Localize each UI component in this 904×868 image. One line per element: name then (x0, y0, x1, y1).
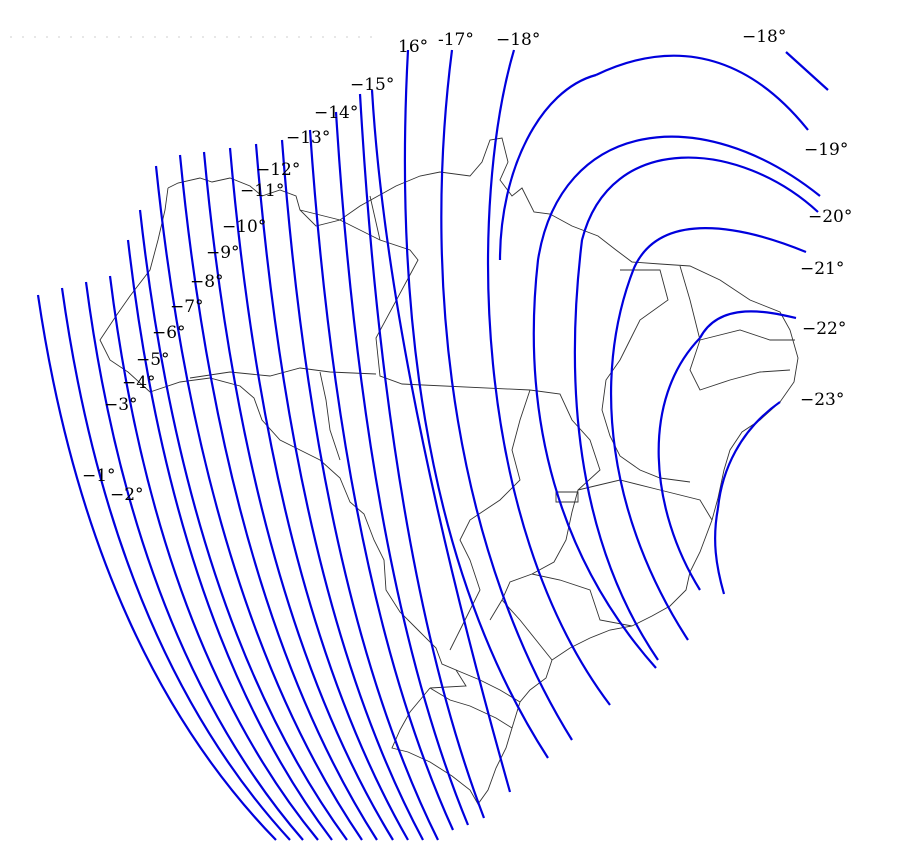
isoline-label: −2° (110, 485, 144, 505)
isoline-label: 16° (398, 37, 428, 57)
isoline-label: −6° (152, 323, 186, 343)
isoline-label: −12° (256, 160, 300, 180)
isoline-west-7 (154, 165, 363, 841)
isoline-label: −7° (170, 297, 204, 317)
state-border-3 (489, 389, 601, 621)
isoline-west-15 (358, 93, 486, 819)
isoline-west-9 (202, 151, 394, 841)
isoline-central-3 (440, 49, 573, 741)
isoline-northeast (785, 51, 829, 91)
state-border-12 (369, 195, 381, 241)
state-border-8 (531, 573, 633, 627)
isoline-central-1 (370, 89, 512, 793)
isoline-label: −15° (350, 75, 394, 95)
isoline-west-2 (60, 287, 291, 841)
country-borders (99, 137, 799, 805)
state-border-10 (455, 669, 521, 703)
isoline-label: −1° (82, 466, 116, 486)
isoline-label: −23° (800, 390, 844, 410)
isoline-west-5 (126, 239, 333, 841)
isoline-label: −5° (136, 350, 170, 370)
isoline-label: −11° (240, 181, 284, 201)
isoline-east-1 (498, 54, 809, 261)
isoline-label: −3° (104, 395, 138, 415)
isoline-west-14 (334, 111, 470, 826)
isoline-label: −22° (802, 319, 846, 339)
isoline-east-4 (610, 227, 807, 641)
isoline-central-4 (486, 49, 611, 706)
isoline-label: −19° (804, 140, 848, 160)
state-border-11 (429, 687, 513, 729)
isoline-label: -17° (438, 30, 474, 50)
state-border-2 (449, 389, 531, 651)
isoline-west-8 (178, 154, 378, 841)
state-border-15 (319, 371, 341, 461)
coastline (167, 137, 799, 805)
isoline-east-3 (573, 156, 819, 661)
isoline-west-12 (280, 139, 439, 841)
isoline-east-2 (532, 135, 821, 669)
state-border-13 (189, 367, 377, 379)
isoline-east-6 (714, 401, 781, 595)
isoline-label: −18° (496, 30, 540, 50)
western-border (99, 187, 467, 689)
state-border-6 (699, 329, 795, 341)
isoline-west-4 (108, 275, 319, 841)
isoline-label: −21° (800, 259, 844, 279)
state-border-9 (501, 599, 553, 661)
state-border-1 (299, 209, 531, 391)
isoline-label: −10° (222, 217, 266, 237)
state-border-5 (679, 265, 791, 391)
isoline-west-10 (228, 147, 409, 841)
isoline-west-13 (308, 129, 455, 831)
isoline-central-2 (403, 49, 549, 759)
isoline-label: −4° (122, 373, 156, 393)
isoline-label: −8° (190, 272, 224, 292)
isoline-label: −9° (206, 243, 240, 263)
line-labels: −1°−2° −3°−4° −5° −6° −7° −8° −9° −10° −11°−12° −… (82, 27, 852, 505)
isoline-label: −13° (286, 128, 330, 148)
isoline-west-6 (138, 209, 348, 841)
isoline-label: −14° (314, 103, 358, 123)
isoline-east-5 (657, 310, 797, 591)
isoline-label: −18° (742, 27, 786, 47)
isoline-west-1 (36, 294, 277, 841)
isoline-west-11 (254, 143, 424, 841)
state-border-7 (577, 479, 713, 521)
state-border-4 (601, 269, 691, 483)
isoline-label: −20° (808, 207, 852, 227)
isogonic-lines (36, 49, 829, 841)
isoline-west-3 (84, 281, 304, 841)
state-border-14 (555, 491, 579, 503)
